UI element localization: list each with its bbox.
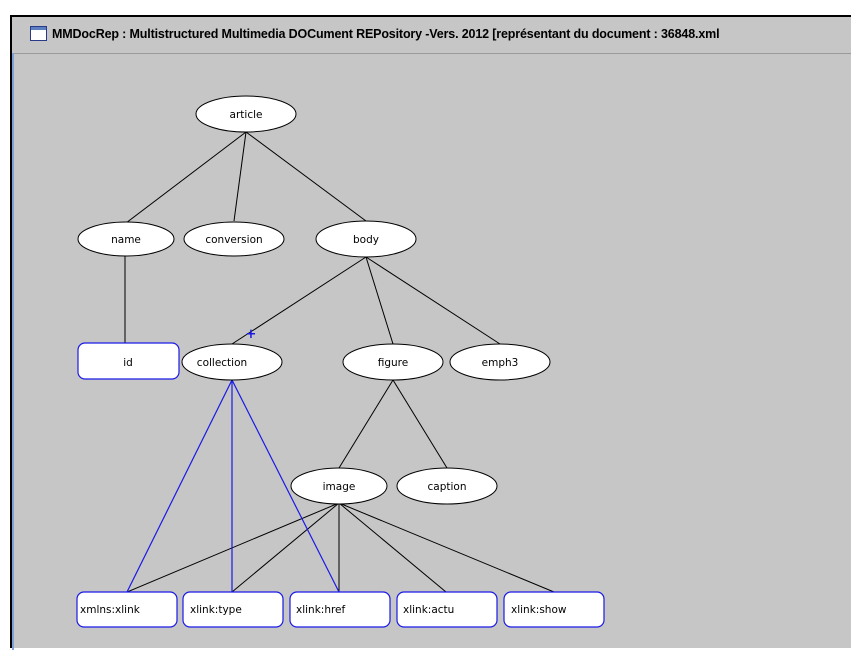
window-icon[interactable] bbox=[30, 26, 47, 41]
edge-body-figure bbox=[365, 256, 394, 345]
title-bar[interactable]: MMDocRep : Multistructured Multimedia DO… bbox=[12, 17, 851, 54]
edge-figure-image bbox=[338, 379, 394, 469]
attr-xmlns-xlink[interactable]: xmlns:xlink bbox=[76, 591, 178, 628]
attr-xlink-show[interactable]: xlink:show bbox=[503, 591, 605, 628]
attr-label: xmlns:xlink bbox=[80, 604, 141, 616]
node-label: name bbox=[111, 234, 141, 246]
node-label: caption bbox=[428, 481, 467, 493]
attr-label: xlink:show bbox=[511, 604, 567, 616]
tree-edges bbox=[124, 131, 555, 593]
node-label: collection bbox=[197, 357, 247, 369]
edge-collection-xlink-href bbox=[231, 379, 340, 593]
node-body[interactable]: body bbox=[315, 220, 417, 258]
edge-image-xmlns-xlink bbox=[126, 502, 340, 593]
app-window: MMDocRep : Multistructured Multimedia DO… bbox=[10, 15, 851, 650]
window-left-border bbox=[12, 53, 14, 650]
node-conversion[interactable]: conversion bbox=[183, 221, 285, 257]
attr-label: id bbox=[123, 357, 133, 369]
edge-body-emph3 bbox=[365, 256, 501, 345]
window-title: MMDocRep : Multistructured Multimedia DO… bbox=[52, 27, 720, 41]
attr-xlink-actu[interactable]: xlink:actu bbox=[396, 591, 498, 628]
node-label: emph3 bbox=[482, 357, 519, 369]
attr-xlink-type[interactable]: xlink:type bbox=[182, 591, 284, 628]
node-label: article bbox=[230, 109, 263, 121]
node-image[interactable]: image bbox=[290, 467, 388, 505]
attr-xlink-href[interactable]: xlink:href bbox=[289, 591, 391, 628]
node-caption[interactable]: caption bbox=[396, 467, 498, 505]
node-label: conversion bbox=[205, 234, 262, 246]
node-collection[interactable]: collection bbox=[181, 343, 283, 381]
node-emph3[interactable]: emph3 bbox=[449, 343, 551, 381]
attr-id[interactable]: id bbox=[77, 342, 180, 380]
node-label: figure bbox=[378, 357, 408, 369]
attr-label: xlink:actu bbox=[403, 604, 454, 616]
node-name[interactable]: name bbox=[77, 221, 175, 257]
edge-article-conversion bbox=[233, 131, 247, 222]
highlight-edges bbox=[126, 379, 340, 593]
node-label: image bbox=[323, 481, 356, 493]
edge-image-xlink-type bbox=[231, 502, 340, 593]
edge-figure-caption bbox=[392, 379, 448, 469]
edge-body-collection bbox=[231, 256, 367, 345]
node-article[interactable]: article bbox=[195, 95, 297, 133]
edge-collection-xmlns-xlink bbox=[126, 379, 233, 593]
node-figure[interactable]: figure bbox=[342, 343, 444, 381]
edge-article-name bbox=[125, 131, 247, 224]
edge-article-body bbox=[245, 131, 367, 222]
attr-label: xlink:type bbox=[190, 604, 242, 616]
node-label: body bbox=[353, 234, 379, 246]
edge-image-xlink-show bbox=[338, 502, 555, 593]
expand-marker-icon[interactable]: + bbox=[246, 327, 257, 342]
attr-label: xlink:href bbox=[296, 604, 346, 616]
edge-image-xlink-actu bbox=[338, 502, 447, 593]
